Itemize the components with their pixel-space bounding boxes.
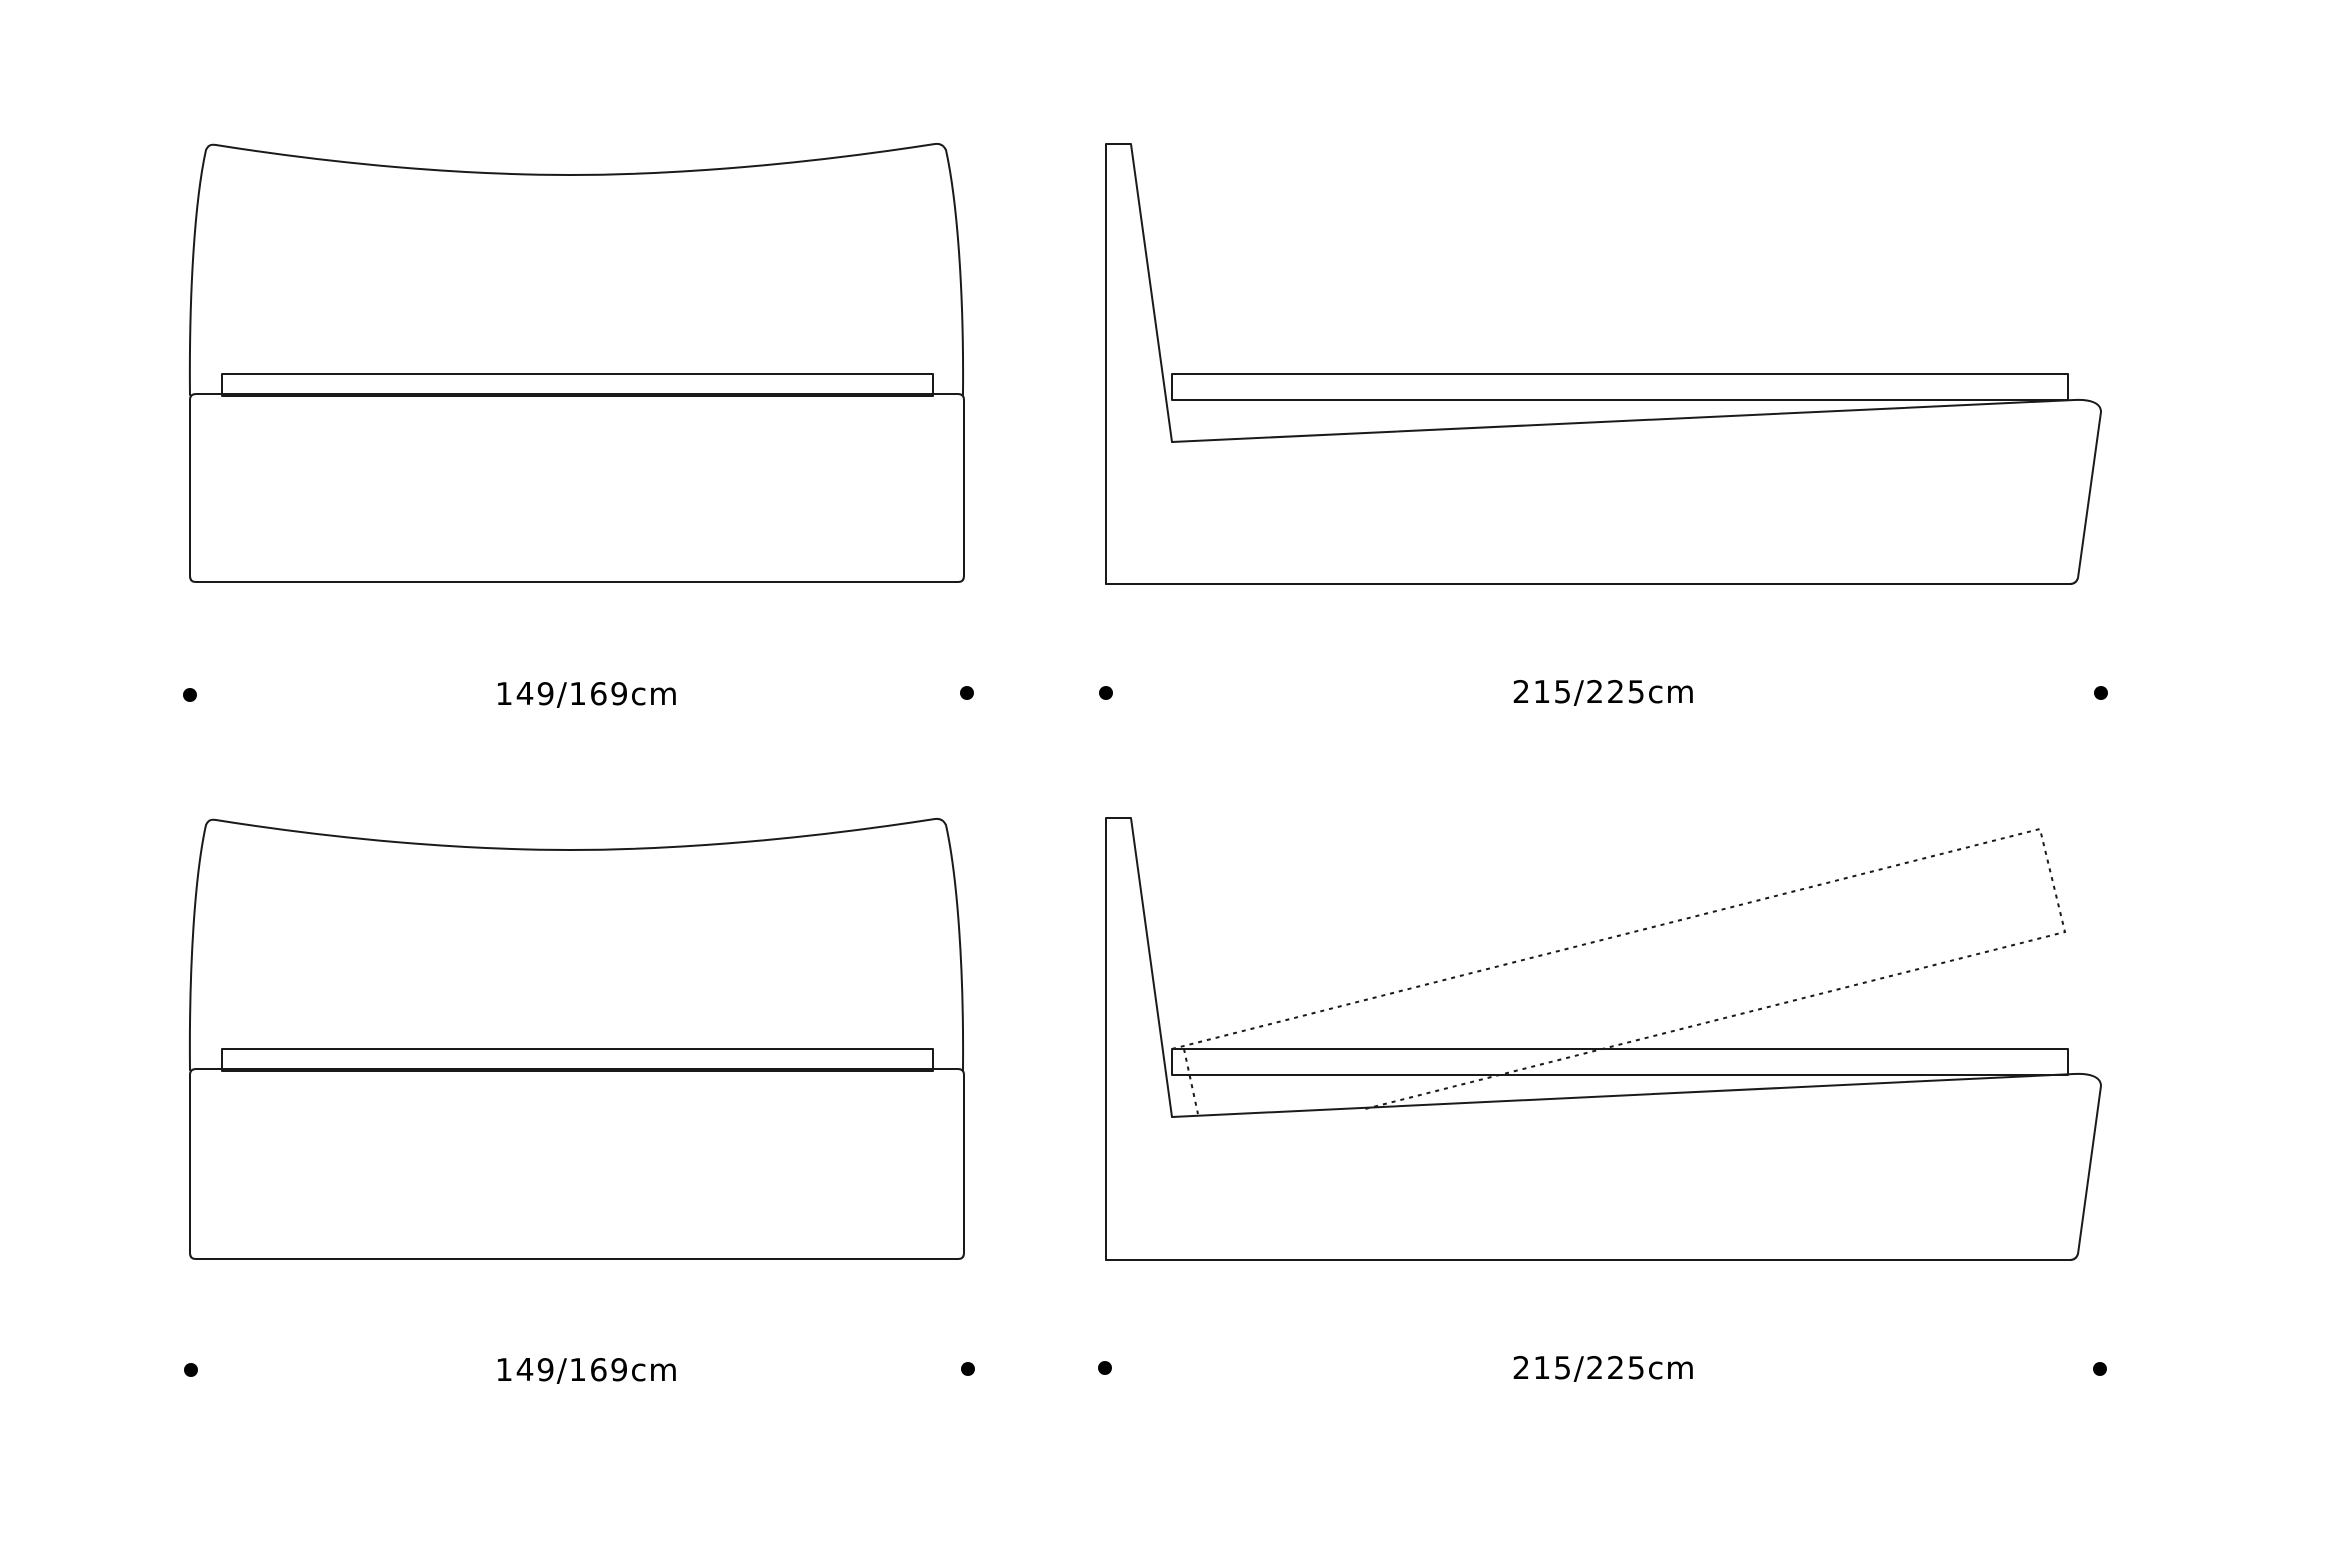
- lifted-mattress-dashed-outline: [1171, 827, 2067, 1110]
- lifted-mattress-dashed-inner: [1183, 1048, 1199, 1115]
- dimension-end-dot: [2093, 1362, 2107, 1376]
- dimension-end-dot: [960, 686, 974, 700]
- front-view-storage: [188, 817, 965, 1260]
- front-view-closed: [188, 142, 965, 583]
- bed-base-side-outline: [1105, 398, 2102, 585]
- dimension-start-dot: [1098, 1361, 1112, 1375]
- mattress-outline: [221, 1048, 934, 1072]
- dimension-label: 149/169cm: [494, 677, 679, 713]
- dimension-label: 149/169cm: [494, 1353, 679, 1389]
- dimension-label: 215/225cm: [1511, 1351, 1696, 1387]
- dimension-start-dot: [184, 1363, 198, 1377]
- mattress-outline: [221, 373, 934, 397]
- dimension-front-closed: 149/169cm: [183, 677, 974, 713]
- dimension-label: 215/225cm: [1511, 675, 1696, 711]
- bed-base-side-outline: [1105, 1072, 2102, 1261]
- mattress-side-outline: [1171, 373, 2069, 401]
- side-view-closed: [1105, 143, 2102, 585]
- dimension-start-dot: [183, 688, 197, 702]
- headboard-side-outline: [1105, 817, 1173, 1261]
- dimension-side-storage: 215/225cm: [1098, 1351, 2107, 1387]
- dimension-start-dot: [1099, 686, 1113, 700]
- bed-base-outline: [189, 393, 965, 583]
- headboard-outline: [188, 817, 965, 1071]
- dimension-end-dot: [2094, 686, 2108, 700]
- dimension-side-closed: 215/225cm: [1099, 675, 2108, 711]
- headboard-outline: [188, 142, 965, 396]
- dimension-front-storage: 149/169cm: [184, 1353, 975, 1389]
- mattress-side-outline: [1171, 1048, 2069, 1076]
- headboard-side-outline: [1105, 143, 1173, 585]
- side-view-storage-open: [1105, 817, 2102, 1261]
- bed-base-outline: [189, 1068, 965, 1260]
- dimension-end-dot: [961, 1362, 975, 1376]
